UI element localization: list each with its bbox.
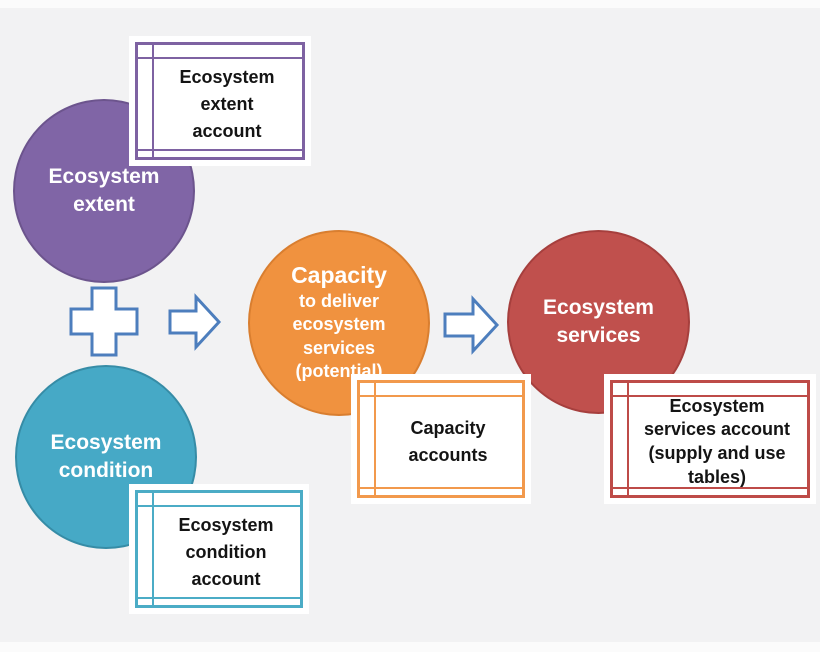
node-label-ecosystem-services: Ecosystem services xyxy=(543,296,654,347)
ledger-footer-rule xyxy=(138,149,302,151)
ledger-column-rule xyxy=(152,45,154,157)
node-label-capacity-subtitle: to deliver ecosystem services (potential… xyxy=(292,291,386,382)
ledger-footer-rule xyxy=(138,597,300,599)
arrow-right-icon xyxy=(442,294,500,361)
top-edge-strip xyxy=(0,0,820,8)
ledger-header-rule xyxy=(138,57,302,59)
account-box-ecosystem-condition: Ecosystem condition account xyxy=(135,490,303,608)
account-box-label: Ecosystem condition account xyxy=(178,514,274,589)
ledger-column-rule xyxy=(374,383,376,495)
ledger-header-rule xyxy=(360,395,522,397)
bottom-edge-strip xyxy=(0,642,820,652)
account-box-label: Capacity accounts xyxy=(408,418,488,465)
account-box-ecosystem-extent: Ecosystem extent account xyxy=(135,42,305,160)
ledger-column-rule xyxy=(627,383,629,495)
account-box-ecosystem-services: Ecosystem services account (supply and u… xyxy=(610,380,810,498)
account-box-capacity: Capacity accounts xyxy=(357,380,525,498)
account-box-label: Ecosystem extent account xyxy=(179,66,275,141)
ledger-footer-rule xyxy=(613,487,807,489)
account-box-label: Ecosystem services account (supply and u… xyxy=(643,395,791,487)
ledger-column-rule xyxy=(152,493,154,605)
ledger-header-rule xyxy=(613,395,807,397)
node-label-ecosystem-condition: Ecosystem condition xyxy=(50,431,162,482)
plus-icon xyxy=(68,285,140,363)
node-ecosystem-condition: Ecosystem condition xyxy=(15,365,197,549)
node-label-capacity-title: Capacity xyxy=(291,262,387,289)
arrow-right-icon xyxy=(167,292,222,357)
node-label-ecosystem-extent: Ecosystem extent xyxy=(48,165,160,216)
ledger-footer-rule xyxy=(360,487,522,489)
ledger-header-rule xyxy=(138,505,300,507)
